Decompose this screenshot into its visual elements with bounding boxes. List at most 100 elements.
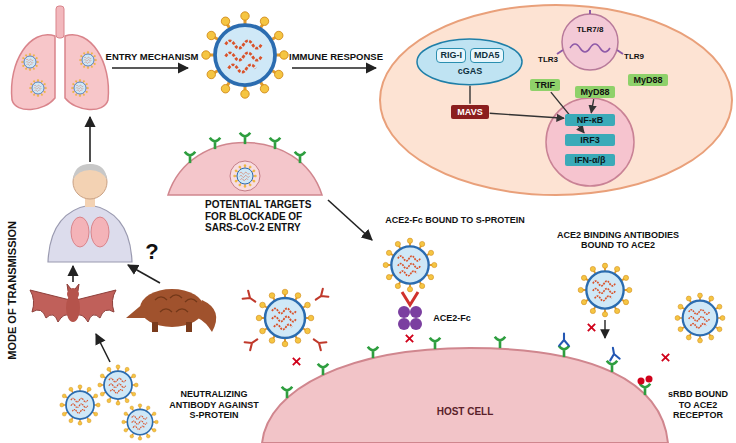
bat-wing	[30, 290, 70, 322]
side-heading: MODE OF TRANSMISSION	[6, 221, 19, 360]
target-label: ACE2 BINDING ANTIBODIES BOUND TO ACE2	[541, 230, 696, 251]
blocked-mark	[406, 335, 413, 342]
host-cell	[262, 348, 668, 443]
arrow	[604, 320, 605, 338]
arrow	[128, 265, 160, 283]
virus-particle	[79, 51, 96, 68]
cell-label: HOST CELL	[437, 406, 494, 418]
trachea	[56, 6, 64, 38]
node-text: MyD88	[580, 87, 609, 97]
ace2-receptor	[295, 152, 306, 163]
small-lung	[91, 217, 109, 247]
virus-particle	[21, 53, 38, 70]
antibody	[313, 289, 328, 304]
antibody	[608, 347, 620, 360]
molecule-label: ACE2-Fc	[433, 313, 471, 323]
nucleus	[546, 98, 634, 186]
virus-particle	[675, 293, 725, 343]
node-text: RIG-I	[436, 48, 466, 62]
arrow	[89, 117, 91, 162]
hair	[73, 164, 107, 180]
virus-particle	[122, 404, 158, 440]
receptor-label: TLR7/8	[577, 25, 604, 34]
srbd	[646, 376, 653, 383]
oval-shape	[417, 39, 522, 85]
bat-wing	[76, 290, 116, 322]
connector	[490, 113, 564, 118]
node-text: MDA5	[470, 48, 504, 62]
blocked-mark	[588, 324, 595, 331]
target-label: NEUTRALIZING ANTIBODY AGAINST S-PROTEIN	[168, 389, 260, 420]
ace2-fc-arms	[402, 292, 418, 305]
arrow	[72, 266, 74, 282]
virus-particle	[233, 164, 256, 187]
virus-particle	[256, 289, 314, 347]
bat-ears	[67, 284, 79, 291]
ace2-receptor	[210, 138, 221, 149]
node-text: MAVS	[457, 107, 482, 117]
ace2-receptor	[430, 338, 441, 349]
ace2-receptor	[640, 384, 651, 395]
virus-particle	[98, 365, 138, 405]
pangolin	[126, 289, 216, 332]
node-text: TRIF	[535, 80, 555, 90]
arrow	[96, 334, 110, 362]
section-heading: POTENTIAL TARGETS FOR BLOCKADE OF SARS-C…	[205, 199, 323, 234]
receptor-label: TLR9	[624, 52, 644, 61]
tlr-receptor	[557, 10, 623, 54]
virus-particle	[578, 263, 632, 317]
step-label: ENTRY MECHANISM	[106, 52, 199, 63]
adaptor-box: MyD88	[575, 86, 614, 98]
connector	[469, 86, 470, 104]
ace2-receptor	[185, 152, 196, 163]
immune-cell	[380, 5, 732, 195]
receptor-label: TLR3	[538, 55, 558, 64]
node-text: IFN-α/β	[574, 155, 605, 165]
antibody	[243, 291, 258, 306]
antibody	[245, 335, 260, 350]
virus-particle	[383, 238, 437, 292]
node-text: MyD88	[633, 75, 662, 85]
oval-outline	[417, 39, 522, 85]
adaptor-box: MyD88	[628, 74, 667, 86]
endosome	[562, 14, 618, 70]
endosome	[230, 161, 260, 191]
pangolin-leg	[186, 322, 192, 332]
arrow	[328, 200, 372, 240]
left-lung	[12, 35, 55, 110]
lungs	[12, 6, 109, 110]
connector	[551, 92, 584, 133]
virus-particle	[202, 12, 288, 98]
connector	[591, 99, 593, 113]
ace2-receptor	[318, 364, 329, 375]
transcription-box: IFN-α/β	[565, 154, 615, 166]
blocked-mark	[662, 354, 669, 361]
target-cell	[168, 143, 322, 196]
antibody	[311, 335, 326, 350]
head	[73, 165, 107, 199]
fc-domain	[398, 306, 422, 330]
target-label: sRBD BOUND TO ACE2 RECEPTOR	[662, 389, 734, 420]
adaptor-box: MAVS	[451, 105, 488, 119]
node-text: NF-κB	[577, 115, 604, 125]
target-label: ACE2-Fc BOUND TO S-PROTEIN	[385, 215, 524, 225]
ace2-receptor	[607, 361, 618, 372]
node-text: cGAS	[434, 66, 505, 76]
small-lung	[71, 217, 89, 247]
pangolin-head	[126, 302, 148, 318]
pangolin-leg	[152, 322, 158, 332]
adaptor-box: TRIF	[530, 79, 560, 91]
transcription-box: NF-κB	[565, 114, 615, 126]
bat	[30, 284, 116, 322]
ace2-receptor	[495, 337, 506, 348]
sensor-complex: RIG-I MDA5 cGAS	[417, 39, 522, 85]
ace2-receptor	[270, 138, 281, 149]
step-label: IMMUNE RESPONSE	[289, 52, 383, 63]
right-lung	[65, 35, 108, 110]
blocked-mark	[293, 358, 300, 365]
antibody	[559, 334, 569, 346]
ace2-receptor	[240, 133, 251, 144]
